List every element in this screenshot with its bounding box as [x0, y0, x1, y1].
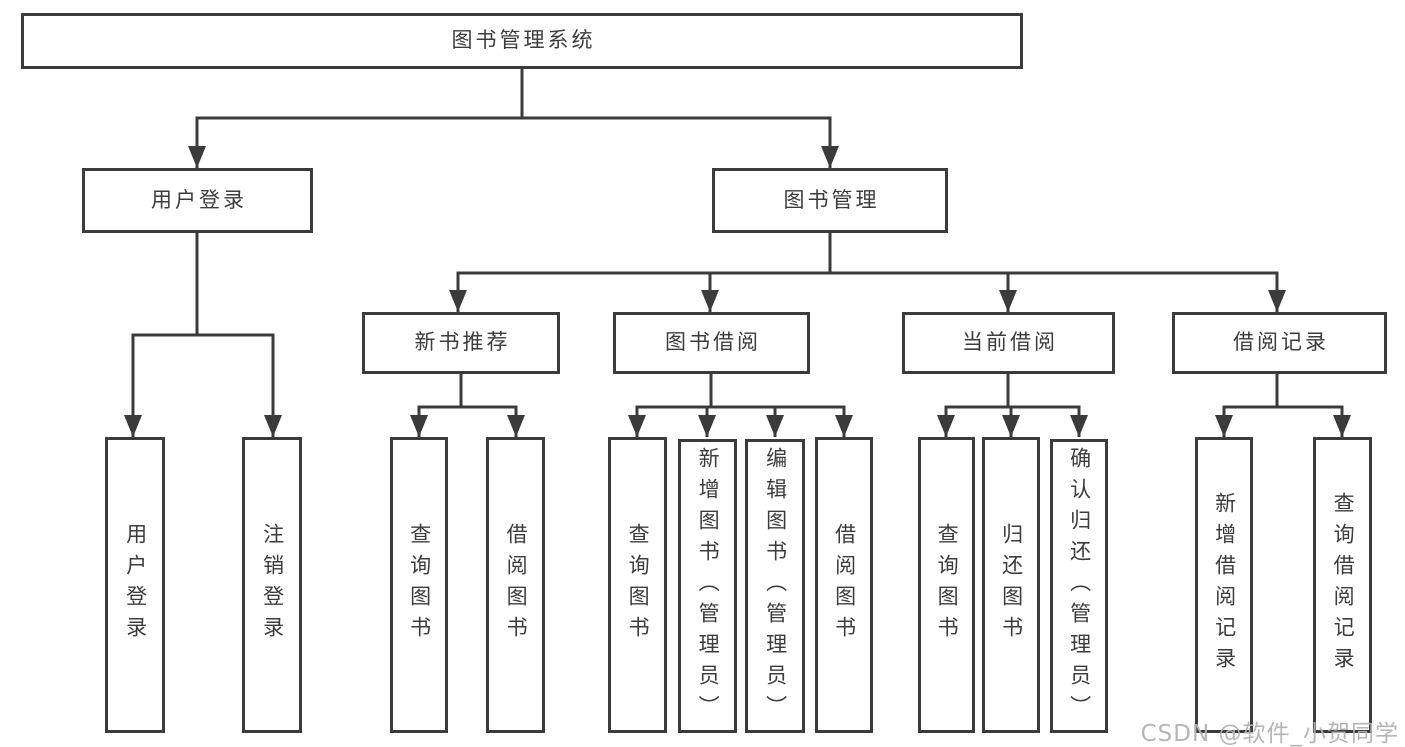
arrowhead — [701, 290, 719, 312]
leaf-logout: 注销登录 — [242, 437, 302, 733]
node-book-borrow: 图书借阅 — [613, 312, 810, 374]
arrowhead — [937, 415, 955, 437]
arrowhead — [628, 415, 646, 437]
arrowhead — [1215, 415, 1233, 437]
leaf-cb-confirm-return: 确认归还（管理员） — [1050, 439, 1108, 733]
arrowhead — [410, 415, 428, 437]
arrowhead — [1070, 415, 1088, 437]
arrowhead — [449, 290, 467, 312]
arrowhead — [821, 146, 839, 168]
edge-nbr-branch — [417, 405, 518, 437]
edge-level2-branch — [195, 116, 832, 168]
arrowhead — [264, 415, 282, 437]
arrowhead — [507, 415, 525, 437]
arrowhead — [698, 415, 716, 437]
arrowhead — [188, 146, 206, 168]
leaf-br-add-record: 新增借阅记录 — [1195, 437, 1253, 733]
leaf-bb-query-books: 查询图书 — [608, 437, 667, 733]
leaf-nbr-borrow-books: 借阅图书 — [486, 437, 545, 733]
csdn-watermark: CSDN @软件_小贺同学 — [1140, 721, 1399, 747]
node-book-management: 图书管理 — [712, 168, 948, 233]
node-user-login: 用户登录 — [82, 168, 313, 233]
arrowhead — [1002, 415, 1020, 437]
arrowhead — [124, 415, 142, 437]
leaf-cb-query-books: 查询图书 — [918, 437, 975, 733]
leaf-bb-edit-books: 编辑图书（管理员） — [745, 439, 805, 733]
leaf-user-login: 用户登录 — [105, 437, 165, 733]
edge-br-branch — [1222, 405, 1344, 437]
arrowhead — [1333, 415, 1351, 437]
arrowhead — [835, 415, 853, 437]
arrowhead — [1268, 290, 1286, 312]
edge-userlogin-branch — [131, 333, 275, 437]
leaf-br-query-record: 查询借阅记录 — [1313, 437, 1372, 733]
leaf-bb-borrow-books: 借阅图书 — [815, 437, 873, 733]
edge-level3-branch — [456, 271, 1279, 312]
leaf-cb-return-books: 归还图书 — [982, 437, 1040, 733]
node-current-borrow: 当前借阅 — [902, 312, 1115, 374]
leaf-nbr-query-books: 查询图书 — [390, 437, 448, 733]
arrowhead — [766, 415, 784, 437]
leaf-bb-add-books: 新增图书（管理员） — [678, 439, 737, 733]
node-root: 图书管理系统 — [21, 13, 1023, 69]
node-new-book-recommend: 新书推荐 — [362, 312, 560, 374]
edge-bb-branch — [635, 405, 846, 437]
arrowhead — [999, 290, 1017, 312]
node-borrow-records: 借阅记录 — [1172, 312, 1387, 374]
